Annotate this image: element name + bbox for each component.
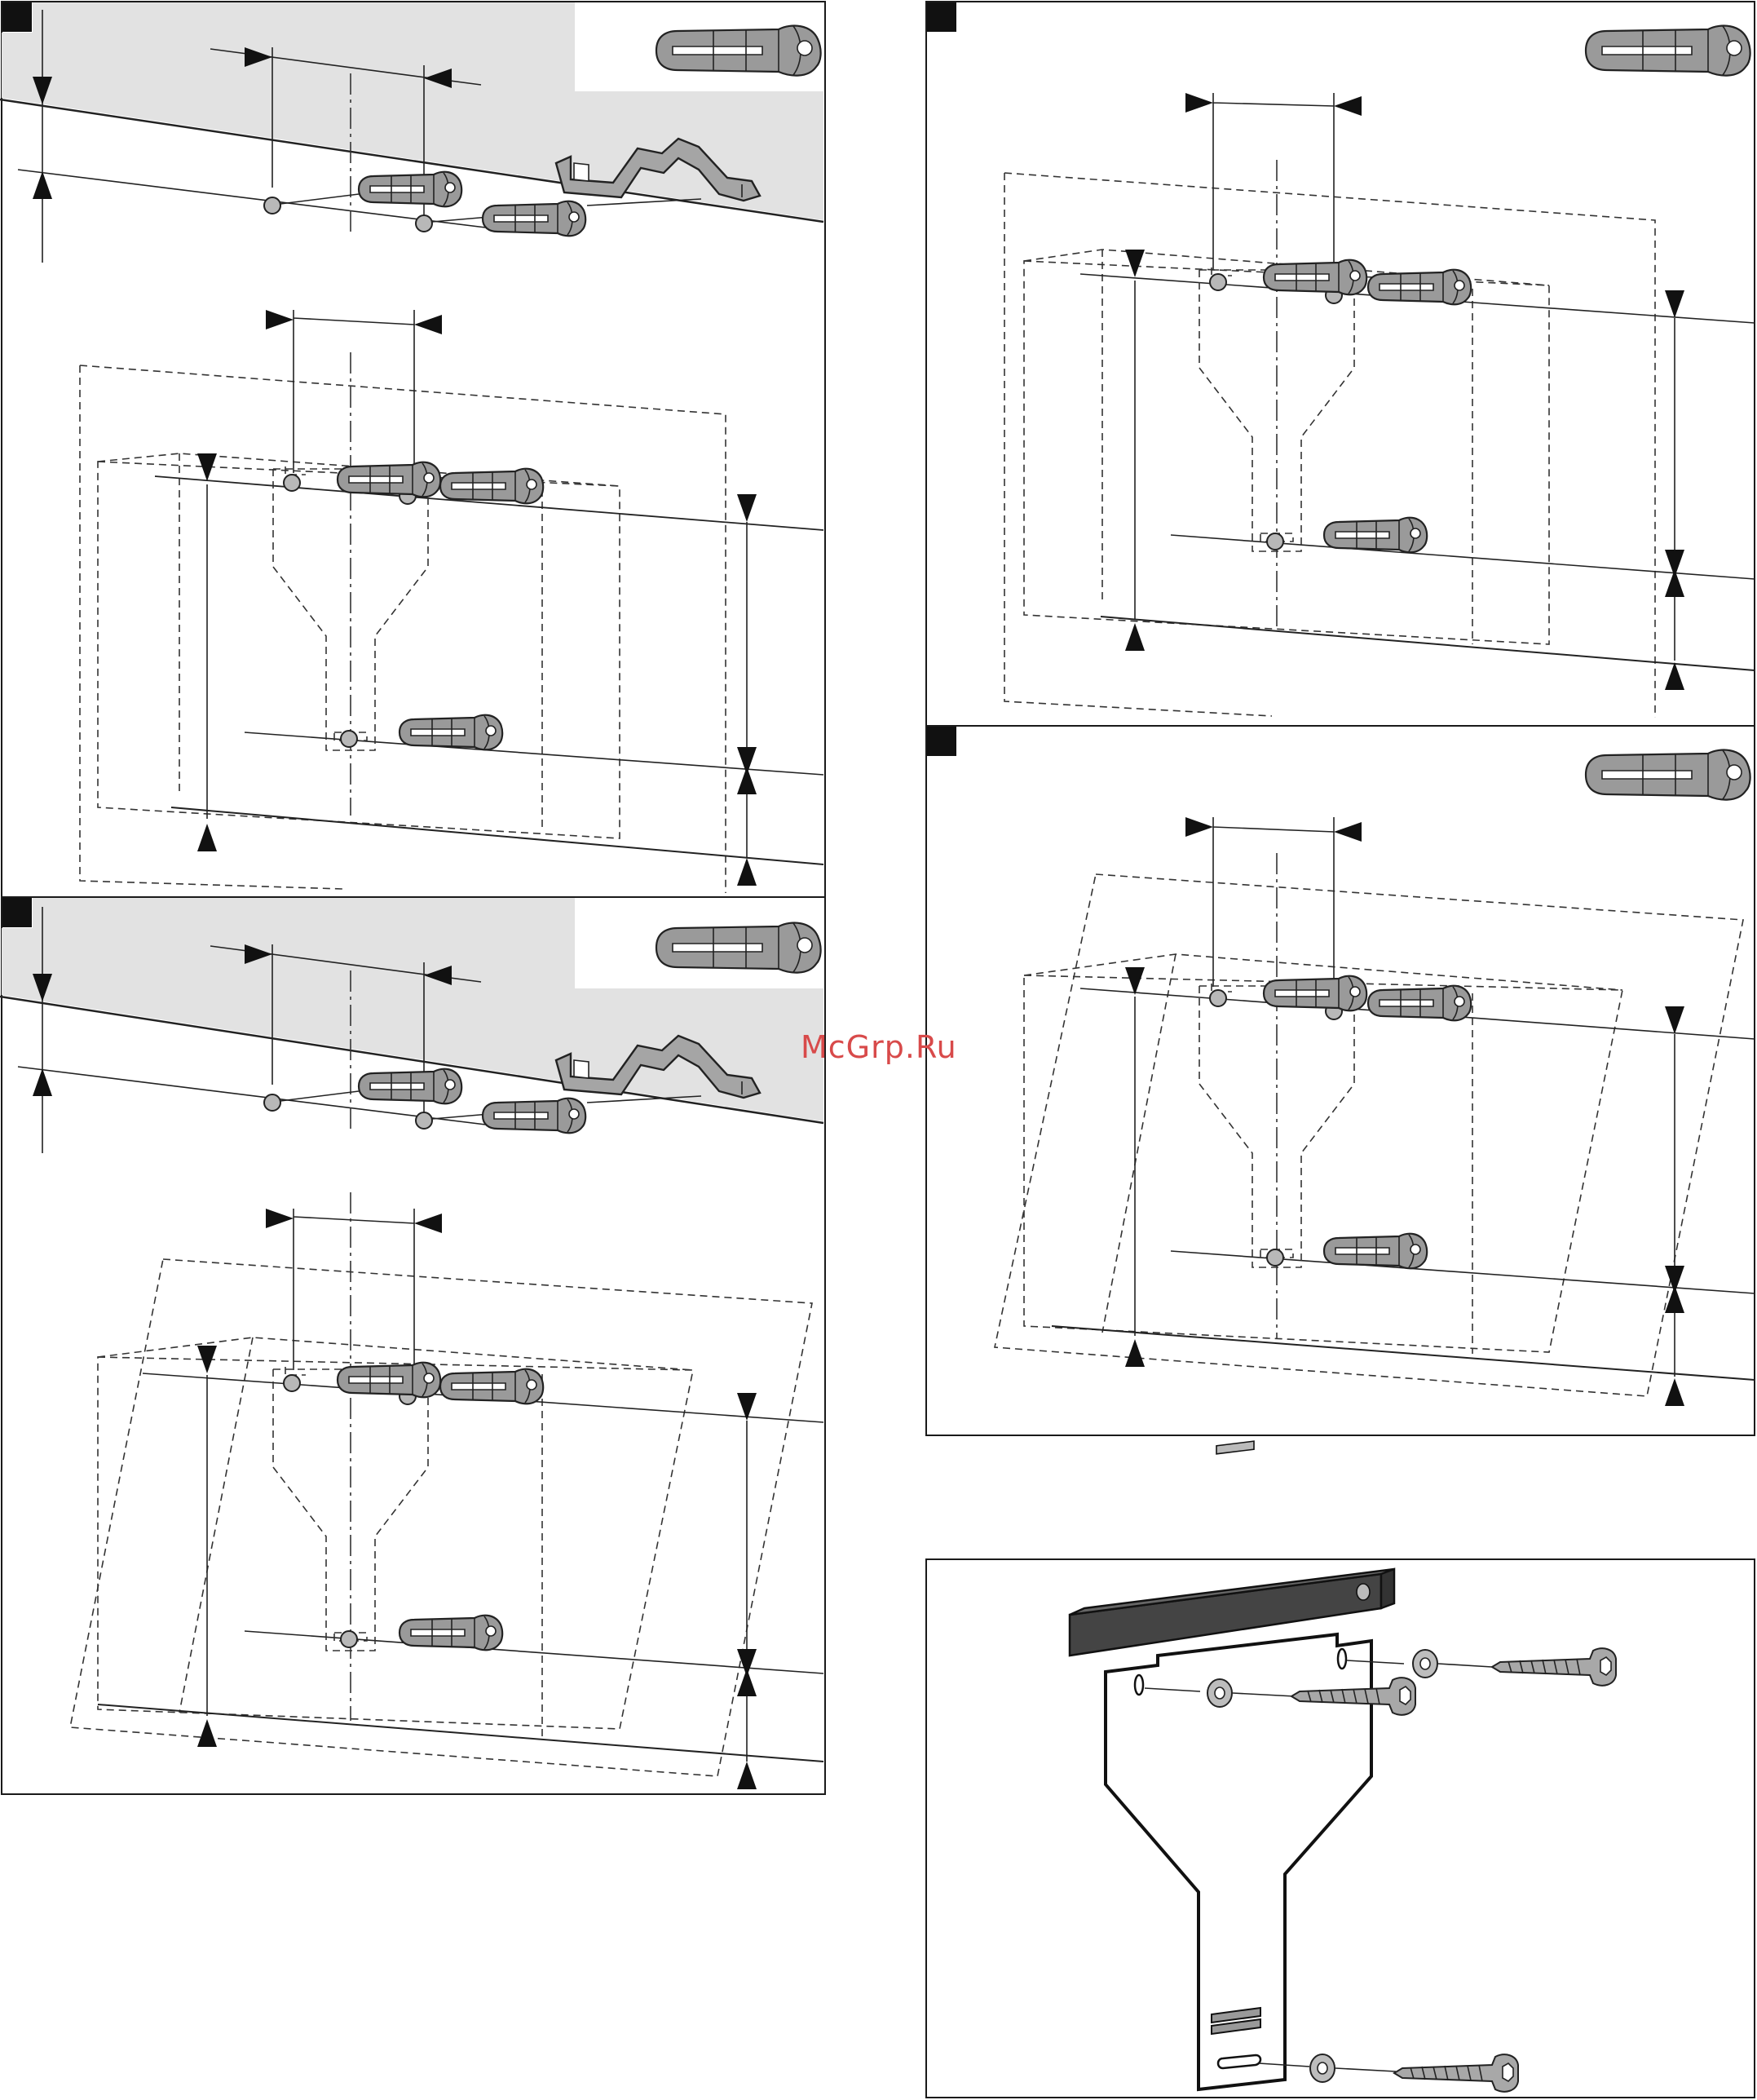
watermark-text: McGrp.Ru <box>801 1029 957 1065</box>
washer-icon <box>1413 1650 1437 1678</box>
panel-step-1 <box>0 2 825 897</box>
wall-plug-icon <box>440 469 543 504</box>
panel-frame <box>926 2 1755 726</box>
wall-plug-icon <box>1368 270 1471 305</box>
screw-icon <box>1492 1648 1616 1686</box>
panel-step-3 <box>926 2 1755 726</box>
panel-step-5 <box>926 1441 1755 2098</box>
washer-icon <box>1310 2054 1335 2082</box>
screw-icon <box>1394 2054 1518 2092</box>
drill-hole <box>264 197 280 214</box>
wall-plug-icon <box>1324 1234 1427 1269</box>
wall-plug-icon <box>338 1363 440 1398</box>
panel-step-4 <box>926 726 1755 1435</box>
step-number-box <box>927 727 956 756</box>
wall-plug-icon <box>1324 518 1427 553</box>
wall-plug-icon <box>400 1616 502 1651</box>
wall-plug-icon <box>1586 26 1750 76</box>
wall-plug-icon <box>483 1099 585 1134</box>
wall-plug-icon <box>1586 750 1750 800</box>
step-number-box <box>2 898 32 927</box>
step-number-box <box>2 2 32 32</box>
wall-plug-icon <box>1264 976 1366 1011</box>
wall-plug-icon <box>359 1069 461 1104</box>
wall-plug-icon <box>440 1369 543 1404</box>
wall-plug-icon <box>359 172 461 207</box>
wall-plug-icon <box>1368 986 1471 1021</box>
step-number-box <box>927 2 956 32</box>
spirit-level-icon <box>1070 1441 1394 1656</box>
wall-plug-icon <box>656 26 821 76</box>
wall-plug-icon <box>1264 260 1366 295</box>
drill-hole <box>416 215 432 232</box>
panel-step-2 <box>0 897 825 1794</box>
wall-plug-icon <box>656 923 821 973</box>
wall-plug-icon <box>338 462 440 497</box>
panel-frame <box>926 1559 1755 2098</box>
washer-icon <box>1207 1679 1232 1707</box>
wall-plug-icon <box>400 715 502 750</box>
wall-plug-icon <box>483 201 585 237</box>
